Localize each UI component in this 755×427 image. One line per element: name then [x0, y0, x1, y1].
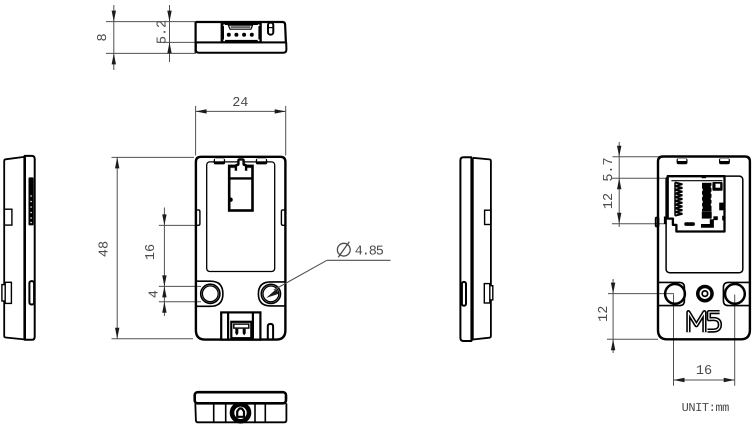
svg-text:48: 48 — [98, 241, 113, 257]
svg-text:5.2: 5.2 — [156, 20, 171, 44]
svg-text:4: 4 — [148, 290, 163, 298]
svg-text:24: 24 — [232, 96, 248, 111]
svg-text:16: 16 — [696, 364, 712, 379]
svg-text:5.7: 5.7 — [602, 157, 617, 181]
svg-text:4.85: 4.85 — [355, 245, 384, 260]
svg-text:12: 12 — [602, 193, 617, 209]
svg-text:8: 8 — [96, 33, 111, 41]
svg-text:16: 16 — [144, 244, 159, 260]
svg-text:12: 12 — [597, 306, 612, 322]
svg-text:UNIT:mm: UNIT:mm — [682, 401, 730, 415]
